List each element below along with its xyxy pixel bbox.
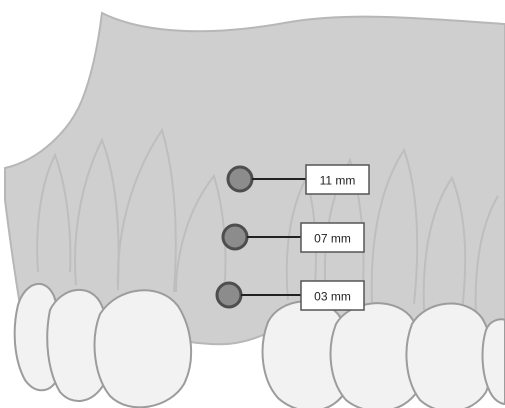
tooth-right-3 [406,304,492,408]
marker-ring-07mm [223,225,247,249]
label-03mm: 03 mm [314,290,351,304]
marker-ring-11mm [228,167,252,191]
label-07mm: 07 mm [314,232,351,246]
label-11mm: 11 mm [320,174,356,188]
marker-ring-03mm [217,283,241,307]
tooth-left-3 [95,290,192,407]
